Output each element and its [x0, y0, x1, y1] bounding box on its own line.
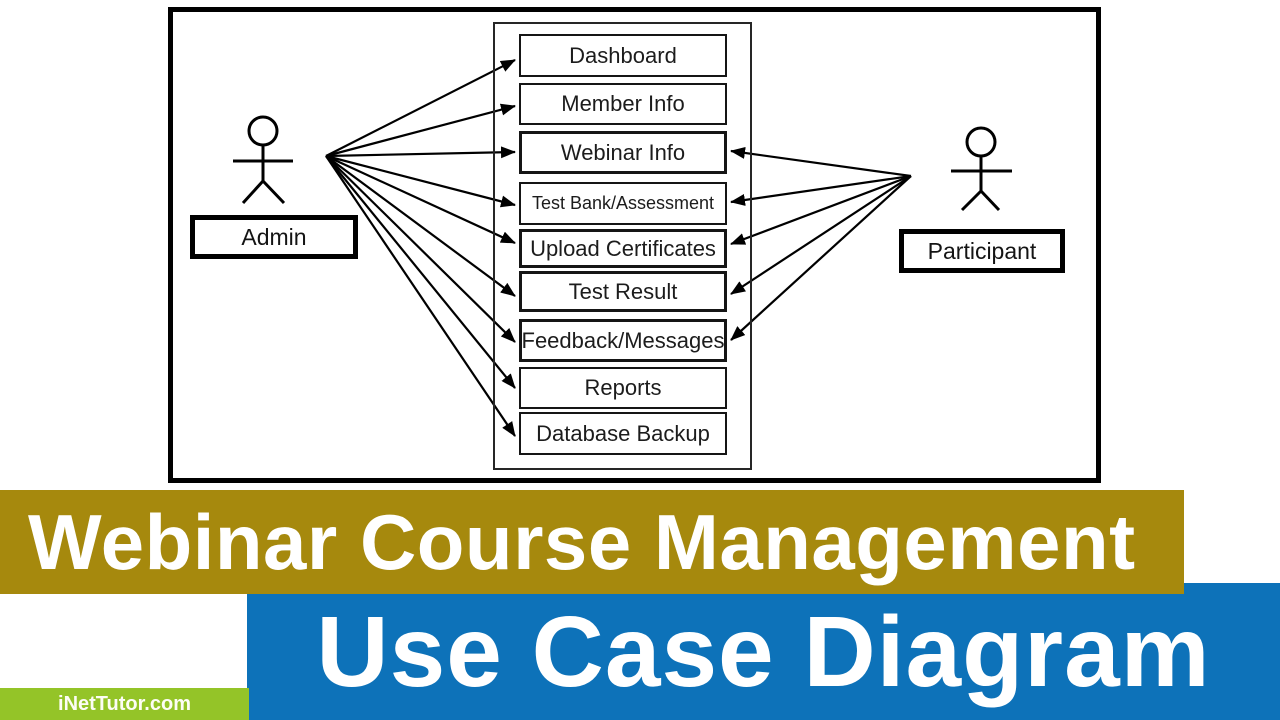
use-case-upload-certificates: Upload Certificates [519, 229, 727, 268]
arrow-admin-to-webinar-info [325, 146, 516, 159]
admin-actor-label: Admin [190, 215, 358, 259]
title-text: Webinar Course Management [28, 498, 1136, 586]
participant-name: Participant [927, 237, 1037, 264]
arrow-participant-to-feedback-messages [730, 175, 912, 341]
arrow-participant-to-upload-certificates [730, 174, 912, 246]
arrow-admin-to-dashboard [325, 59, 516, 157]
admin-actor-icon [233, 115, 293, 205]
title-banner: Webinar Course Management [0, 490, 1184, 594]
arrow-admin-to-feedback-messages [325, 155, 516, 343]
use-case-test-bank: Test Bank/Assessment [519, 182, 727, 225]
arrow-participant-to-test-result [730, 175, 912, 295]
arrow-admin-to-database-backup [325, 155, 516, 437]
use-case-test-result: Test Result [519, 271, 727, 312]
use-case-webinar-info: Webinar Info [519, 131, 727, 174]
watermark-text: iNetTutor.com [58, 693, 191, 715]
use-case-member-info: Member Info [519, 83, 727, 125]
arrow-participant-to-webinar-info [730, 146, 912, 178]
participant-actor-label: Participant [899, 229, 1065, 273]
arrow-admin-to-reports [325, 155, 516, 389]
participant-actor-icon [951, 126, 1012, 212]
watermark-bar: iNetTutor.com [0, 688, 249, 720]
arrow-admin-to-upload-certificates [325, 155, 516, 244]
use-case-database-backup: Database Backup [519, 412, 727, 455]
use-case-reports: Reports [519, 367, 727, 409]
use-case-feedback-messages: Feedback/Messages [519, 319, 727, 362]
arrow-admin-to-member-info [325, 103, 516, 158]
arrow-admin-to-test-bank [325, 154, 516, 208]
subtitle-banner: Use Case Diagram [247, 583, 1280, 720]
arrow-participant-to-test-bank [730, 174, 912, 206]
admin-name: Admin [241, 223, 307, 250]
use-case-dashboard: Dashboard [519, 34, 727, 77]
arrow-admin-to-test-result [325, 155, 516, 297]
system-boundary [493, 22, 752, 470]
subtitle-text: Use Case Diagram [316, 595, 1211, 708]
